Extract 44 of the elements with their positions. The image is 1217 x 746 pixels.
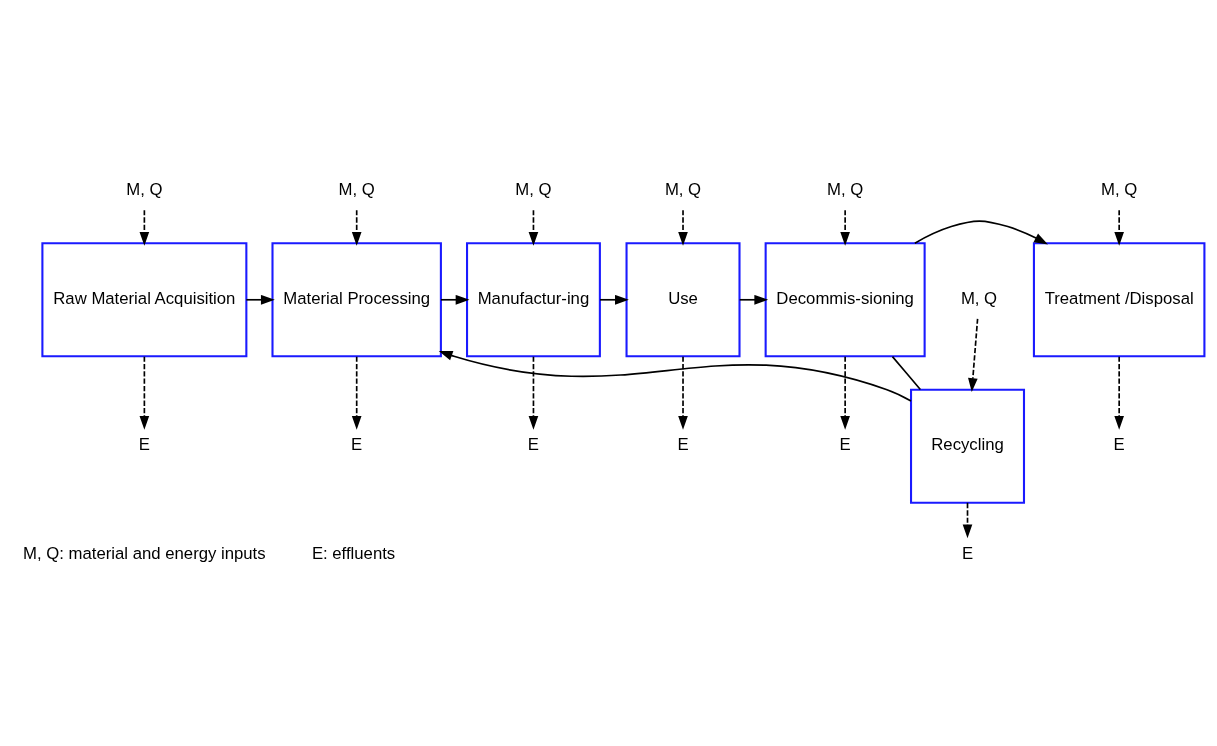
arrow xyxy=(139,209,150,246)
node-box: Recycling xyxy=(910,388,1026,504)
node-text: M, Q xyxy=(1101,179,1138,199)
node-text: M, Q xyxy=(827,179,864,199)
node-text: E xyxy=(961,543,974,563)
arrow xyxy=(678,355,688,430)
node-text: M, Q xyxy=(664,179,702,199)
arrow xyxy=(1114,209,1124,246)
node-text: M, Q xyxy=(338,179,375,199)
arrow xyxy=(678,209,688,246)
arrow xyxy=(440,294,470,305)
node-text: E xyxy=(677,435,689,455)
node-box: Material Processing xyxy=(271,242,442,358)
arrow xyxy=(245,294,275,305)
node-box: Manufactur-ing xyxy=(466,242,601,358)
node-text: E xyxy=(1113,435,1125,455)
label: M, Q: material and energy inputs xyxy=(23,543,266,563)
arrow xyxy=(599,294,629,305)
connector xyxy=(891,355,922,391)
arrow xyxy=(438,350,912,402)
arrow xyxy=(840,355,850,430)
arrow xyxy=(351,209,362,246)
arrow xyxy=(738,294,769,305)
arrow xyxy=(139,355,150,430)
node-text: E xyxy=(839,435,851,455)
arrow xyxy=(528,355,539,430)
node-box: Raw Material Acquisition xyxy=(41,242,248,358)
node-box: Use xyxy=(625,242,741,358)
arrow xyxy=(962,501,973,539)
node-text: E xyxy=(351,435,363,455)
arrow xyxy=(528,209,539,246)
node-box: Treatment /Disposal xyxy=(1032,242,1206,358)
arrow xyxy=(840,209,850,246)
node-text: M, Q xyxy=(515,179,552,199)
arrow xyxy=(968,318,979,393)
arrow xyxy=(914,220,1048,245)
arrow xyxy=(1114,355,1124,430)
node-box: Decommis-sioning xyxy=(764,242,926,358)
arrow xyxy=(351,355,362,430)
label: E: effluents xyxy=(311,543,396,563)
node-text: M, Q xyxy=(126,179,163,199)
node-text: M, Q xyxy=(960,288,998,308)
node-text: E xyxy=(527,435,540,455)
node-text: E xyxy=(138,435,150,455)
